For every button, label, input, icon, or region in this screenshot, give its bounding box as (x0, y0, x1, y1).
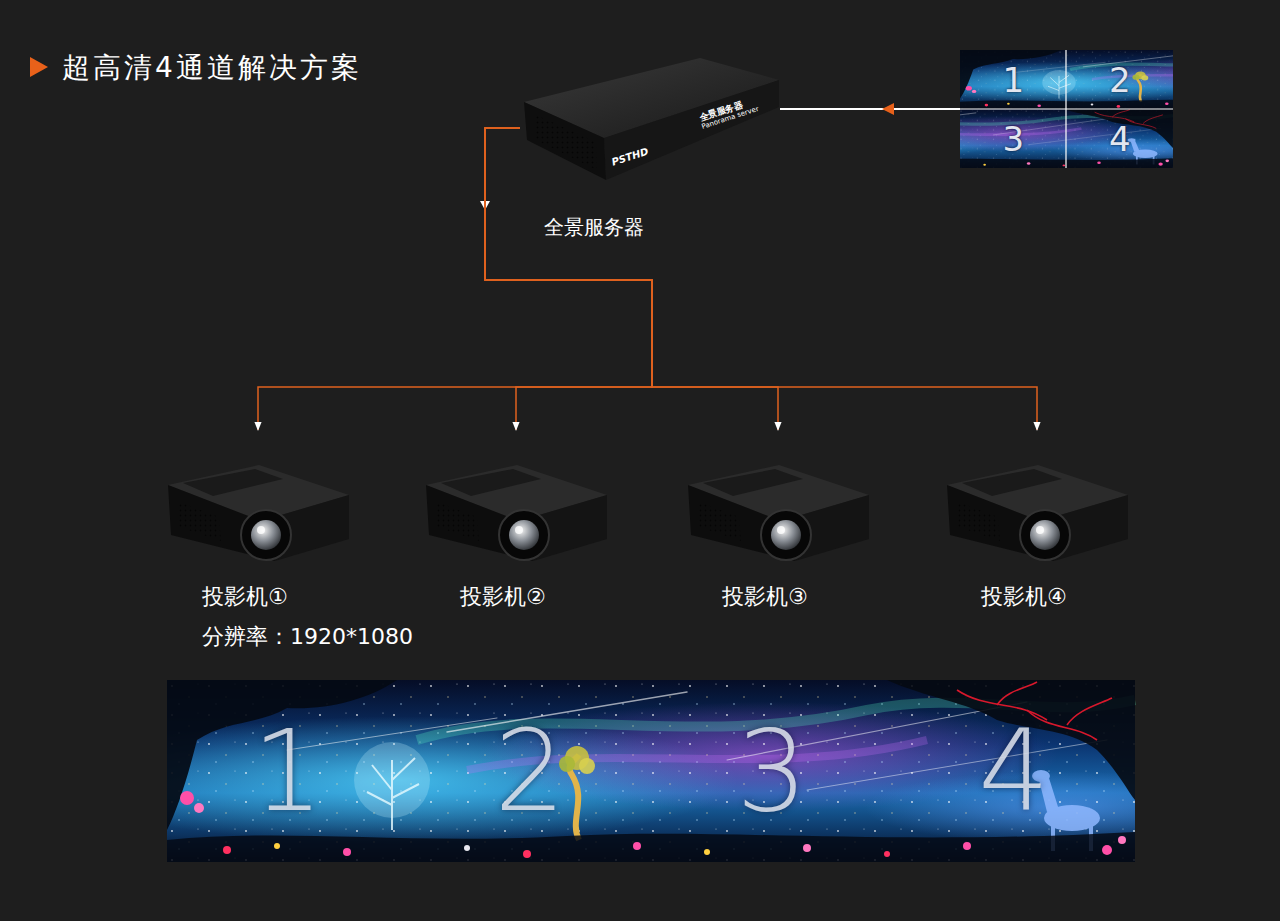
server-front (604, 80, 779, 180)
projector-drawing (947, 465, 1128, 561)
projector-label: 投影机① (202, 582, 413, 612)
channel-number: 2 (409, 715, 651, 827)
grid-divider (960, 108, 1173, 109)
channel-number: 4 (893, 715, 1135, 827)
projector-drawing (426, 465, 607, 561)
projector-node: 投影机① 分辨率：1920*1080 (202, 430, 413, 652)
channel-number: 1 (167, 715, 409, 827)
channel-number: 3 (651, 715, 893, 827)
video-cable (258, 128, 652, 430)
channel-number: 2 (1067, 50, 1174, 109)
page-title: 超高清4通道解决方案 (62, 49, 362, 87)
channel-number: 4 (1067, 109, 1174, 168)
projector-node: 投影机② (460, 430, 546, 612)
channel-number: 3 (960, 109, 1067, 168)
projector-drawing (168, 465, 349, 561)
projector-label: 投影机④ (981, 582, 1067, 612)
server-device (524, 58, 779, 180)
channel-number: 1 (960, 50, 1067, 109)
video-cable (485, 128, 778, 430)
server-node: 全景服务器 (520, 55, 780, 245)
panorama-screen: 1234 (167, 680, 1135, 862)
projector-drawing (688, 465, 869, 561)
signal-arrow (780, 108, 960, 110)
server-side (524, 102, 606, 180)
server-vents (534, 114, 597, 170)
source-thumbnail: 1234 (960, 50, 1173, 168)
projector-label: 投影机③ (722, 582, 808, 612)
panorama-image (167, 680, 1135, 862)
projector-label: 分辨率：1920*1080 (202, 622, 413, 652)
projector-label: 投影机② (460, 582, 546, 612)
projector-node: 投影机③ (722, 430, 808, 612)
node-label: 全景服务器 (544, 214, 644, 241)
projector-node: 投影机④ (981, 430, 1067, 612)
title-marker (30, 57, 48, 77)
video-cable (485, 128, 1037, 430)
video-cable (485, 128, 652, 430)
